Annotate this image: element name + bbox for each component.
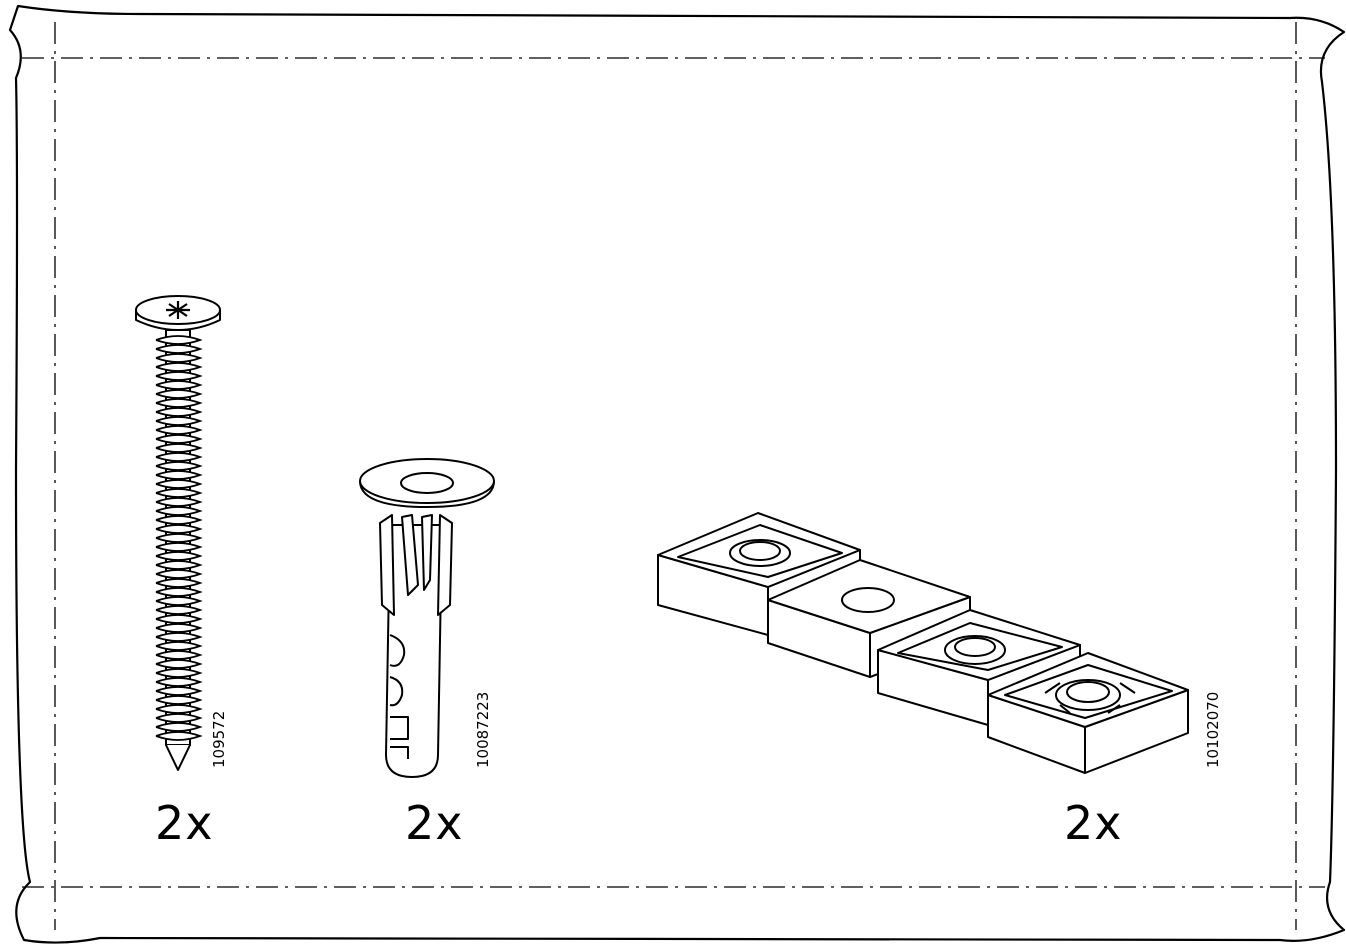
screw-thread bbox=[155, 371, 203, 381]
screw-thread bbox=[155, 389, 203, 399]
wall-plug-illustration bbox=[359, 458, 495, 778]
screw-thread bbox=[155, 515, 203, 525]
screw-thread bbox=[155, 623, 203, 633]
screw-thread bbox=[155, 569, 203, 579]
screw-thread bbox=[155, 407, 203, 417]
screw-thread bbox=[155, 497, 203, 507]
screw-thread bbox=[155, 560, 203, 570]
screw-thread bbox=[155, 587, 203, 597]
screw-thread bbox=[155, 731, 203, 741]
screw-thread bbox=[155, 542, 203, 552]
screw-thread bbox=[155, 434, 203, 444]
screw-thread bbox=[155, 605, 203, 615]
screw-thread bbox=[155, 551, 203, 561]
mounting-bracket-illustration bbox=[657, 512, 1189, 774]
screw-thread bbox=[155, 425, 203, 435]
screw-thread bbox=[155, 524, 203, 534]
screw-thread bbox=[155, 416, 203, 426]
screw-thread bbox=[155, 659, 203, 669]
screw-thread bbox=[155, 506, 203, 516]
screw-thread bbox=[155, 704, 203, 714]
screw-thread bbox=[155, 362, 203, 372]
screw-thread bbox=[155, 380, 203, 390]
part-code-screw: 109572 bbox=[210, 710, 228, 768]
screw-thread bbox=[155, 641, 203, 651]
part-code-bracket: 10102070 bbox=[1204, 691, 1222, 768]
screw-thread bbox=[155, 335, 203, 345]
part-code-wall-plug: 10087223 bbox=[474, 691, 492, 768]
screw-thread bbox=[155, 614, 203, 624]
screw-thread bbox=[155, 713, 203, 723]
quantity-screw: 2x bbox=[155, 796, 214, 850]
screw-thread bbox=[155, 668, 203, 678]
screw-thread bbox=[155, 722, 203, 732]
quantity-wall-plug: 2x bbox=[405, 796, 464, 850]
quantity-bracket: 2x bbox=[1064, 796, 1123, 850]
screw-thread bbox=[155, 461, 203, 471]
screw-thread bbox=[155, 686, 203, 696]
screw-thread bbox=[155, 578, 203, 588]
screw-thread bbox=[155, 650, 203, 660]
screw-thread bbox=[155, 470, 203, 480]
screw-thread bbox=[155, 488, 203, 498]
screw-thread bbox=[155, 695, 203, 705]
screw-thread bbox=[155, 479, 203, 489]
screw-thread bbox=[155, 344, 203, 354]
screw-thread bbox=[155, 596, 203, 606]
screw-thread bbox=[155, 398, 203, 408]
screw-illustration bbox=[135, 295, 221, 771]
screw-thread bbox=[155, 443, 203, 453]
screw-thread bbox=[155, 533, 203, 543]
screw-thread bbox=[155, 632, 203, 642]
screw-thread bbox=[155, 677, 203, 687]
screw-thread bbox=[155, 452, 203, 462]
screw-thread bbox=[155, 353, 203, 363]
